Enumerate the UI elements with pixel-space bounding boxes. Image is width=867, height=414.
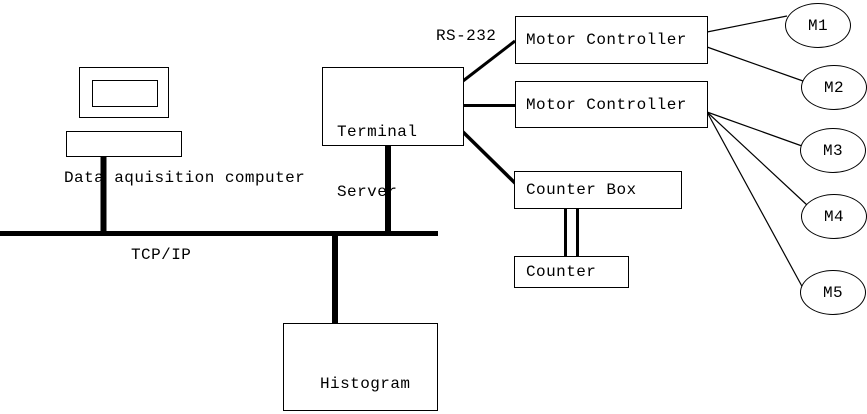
wire-mc1-m2 xyxy=(706,46,804,82)
motor-m2-node: M2 xyxy=(801,65,867,110)
wire-mc1-m1 xyxy=(706,15,788,33)
counter-node: Counter xyxy=(514,256,629,288)
serial-link-counter-box xyxy=(460,129,518,186)
rs-232-label: RS-232 xyxy=(436,27,497,45)
histogram-memory-label-line1: Histogram xyxy=(320,375,411,393)
histogram-memory-node: Histogram Memory xyxy=(283,323,438,411)
motor-m2-label: M2 xyxy=(823,78,845,97)
terminal-server-label-line1: Terminal xyxy=(337,123,418,141)
motor-m4-node: M4 xyxy=(801,194,867,239)
wire-mc2-m5 xyxy=(706,111,805,291)
wire-mc2-m3 xyxy=(706,111,803,147)
motor-controller-2-label: Motor Controller xyxy=(526,95,687,114)
terminal-server-node: Terminal Server xyxy=(322,67,464,201)
counter-box-label: Counter Box xyxy=(526,181,637,199)
motor-m1-label: M1 xyxy=(807,16,829,35)
wire-mc2-m4 xyxy=(706,111,808,206)
motor-m3-label: M3 xyxy=(822,141,844,160)
motor-controller-1-node: Motor Controller xyxy=(515,16,708,64)
monitor-screen-icon xyxy=(92,80,158,107)
terminal-server-label-line2: Server xyxy=(337,183,398,201)
motor-m3-node: M3 xyxy=(800,128,866,173)
serial-link-motor-controller-1 xyxy=(462,39,516,83)
motor-m4-label: M4 xyxy=(823,207,845,226)
motor-m1-node: M1 xyxy=(785,3,851,48)
keyboard-icon xyxy=(66,131,182,157)
motor-m5-label: M5 xyxy=(822,283,844,302)
motor-m5-node: M5 xyxy=(800,270,866,315)
data-acquisition-computer-label: Data aquisition computer xyxy=(64,169,306,187)
tcp-ip-label: TCP/IP xyxy=(131,246,192,264)
counter-box-node: Counter Box xyxy=(514,171,682,209)
counter-label: Counter xyxy=(526,263,597,281)
motor-controller-1-label: Motor Controller xyxy=(526,31,687,49)
motor-controller-2-node: Motor Controller xyxy=(515,81,708,128)
